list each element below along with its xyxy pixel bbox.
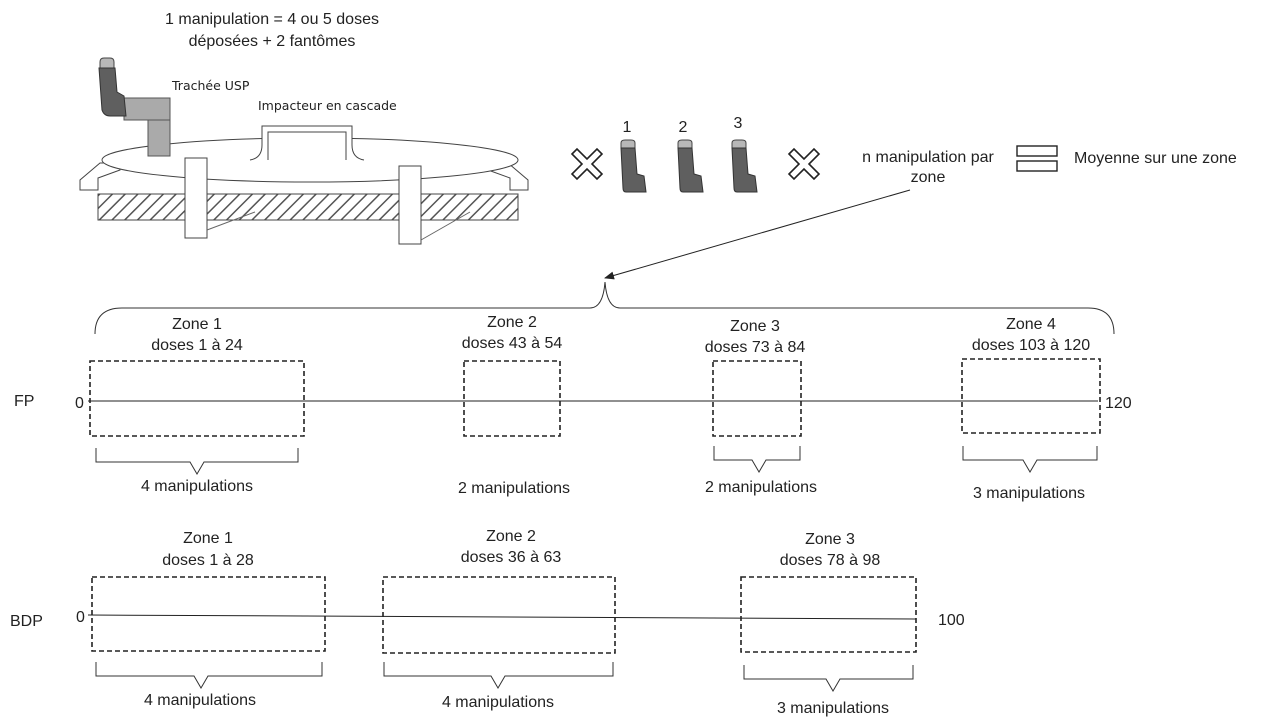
zone-doses: doses 36 à 63 (461, 549, 562, 566)
fp-zone-3: Zone 3 doses 73 à 84 2 manipulations (705, 318, 817, 496)
zone-manipulations: 4 manipulations (144, 692, 256, 709)
equals-icon (1016, 145, 1058, 172)
zone-doses: doses 1 à 28 (162, 552, 254, 569)
pointer-arrow (604, 189, 911, 280)
zone-manipulations: 3 manipulations (777, 700, 889, 717)
fp-label: FP (14, 393, 34, 410)
zone-brace (383, 662, 614, 689)
zone-brace (743, 665, 914, 692)
zone-box (382, 576, 616, 654)
trachea-label: Trachée USP (171, 78, 250, 93)
bdp-zone-3: Zone 3 doses 78 à 98 3 manipulations (740, 531, 917, 717)
zone-manipulations: 2 manipulations (458, 480, 570, 497)
zone-doses: doses 73 à 84 (705, 339, 806, 356)
zone-manipulations: 4 manipulations (442, 694, 554, 711)
fp-end: 120 (1105, 395, 1132, 412)
legend-label: Moyenne sur une zone (1074, 150, 1237, 167)
inhaler-icon (620, 139, 647, 193)
zone-title: Zone 2 (487, 314, 537, 331)
manipulation-note-line2: zone (911, 169, 946, 186)
bdp-zone-2: Zone 2 doses 36 à 63 4 manipulations (382, 528, 616, 711)
zone-box (961, 358, 1101, 434)
cross-icon (571, 148, 603, 180)
fp-zone-1: Zone 1 doses 1 à 24 4 manipulations (89, 316, 305, 495)
zone-title: Zone 1 (183, 530, 233, 547)
inhaler-icon (677, 139, 704, 193)
manipulation-note-line1: n manipulation par (862, 149, 994, 166)
inhaler-number: 3 (734, 115, 743, 132)
cross-icon (788, 148, 820, 180)
header-line1: 1 manipulation = 4 ou 5 doses (165, 11, 379, 28)
inhaler-icon (731, 139, 758, 193)
zone-box (91, 576, 326, 652)
bdp-axis-line (87, 614, 917, 620)
fp-start: 0 (75, 395, 84, 412)
bdp-label: BDP (10, 613, 43, 630)
zone-doses: doses 1 à 24 (151, 337, 243, 354)
zone-box (740, 576, 917, 653)
cascade-impactor-illustration (79, 57, 529, 245)
zone-brace (95, 448, 299, 475)
bdp-end: 100 (938, 612, 965, 629)
fp-zone-4: Zone 4 doses 103 à 120 3 manipulations (961, 316, 1101, 502)
top-brace (94, 281, 1115, 335)
fp-zone-2: Zone 2 doses 43 à 54 2 manipulations (458, 314, 570, 497)
zone-box (89, 360, 305, 437)
zone-title: Zone 4 (1006, 316, 1056, 333)
zone-manipulations: 4 manipulations (141, 478, 253, 495)
bdp-start: 0 (76, 609, 85, 626)
inhaler-number: 1 (623, 119, 632, 136)
zone-title: Zone 1 (172, 316, 222, 333)
zone-doses: doses 103 à 120 (972, 337, 1090, 354)
zone-title: Zone 3 (730, 318, 780, 335)
zone-brace (95, 662, 323, 689)
zone-brace (713, 446, 801, 473)
zone-doses: doses 78 à 98 (780, 552, 881, 569)
header-line2: déposées + 2 fantômes (189, 33, 356, 50)
zone-box (712, 360, 802, 437)
zone-manipulations: 2 manipulations (705, 479, 817, 496)
zone-title: Zone 2 (486, 528, 536, 545)
zone-title: Zone 3 (805, 531, 855, 548)
inhaler-number: 2 (679, 119, 688, 136)
bdp-zone-1: Zone 1 doses 1 à 28 4 manipulations (91, 530, 326, 709)
zone-manipulations: 3 manipulations (973, 485, 1085, 502)
impactor-label: Impacteur en cascade (258, 98, 397, 113)
zone-brace (962, 446, 1098, 473)
zone-box (463, 360, 561, 437)
zone-doses: doses 43 à 54 (462, 335, 563, 352)
